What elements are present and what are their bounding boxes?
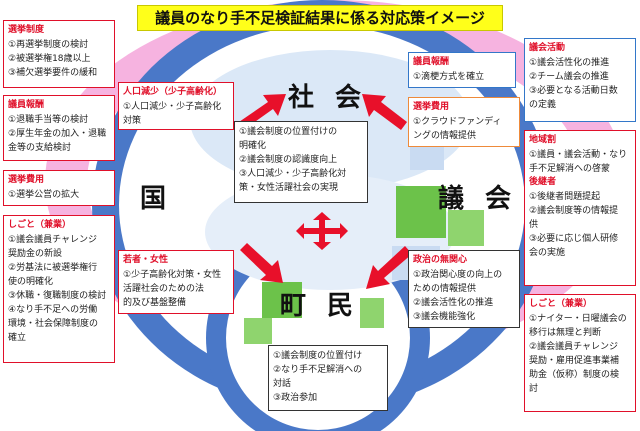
- line: ③政治参加: [273, 393, 318, 403]
- line: ②議会議員チャレンジ: [529, 342, 618, 352]
- line: ②チーム議会の推進: [529, 72, 609, 82]
- label-assembly: 議 会: [438, 184, 518, 214]
- line: 策・女性活躍社会の実現: [239, 183, 339, 193]
- line: ①人口減少・少子高齢化: [123, 102, 222, 112]
- line: ②議会制度等の情報提: [529, 206, 619, 216]
- box-population: 人口減少（少子高齢化） ①人口減少・少子高齢化 対策: [118, 82, 234, 130]
- line: ③必要となる活動日数: [529, 86, 618, 96]
- line: ①議会活性化の推進: [529, 58, 610, 68]
- line: 確立: [8, 333, 27, 343]
- label-residents: 町 民: [280, 291, 360, 321]
- heading-pay-assembly: 議員報酬: [413, 57, 450, 67]
- line: 手不足解消への啓蒙: [529, 164, 611, 174]
- label-society: 社 会: [288, 83, 368, 113]
- box-pay-assembly: 議員報酬 ①滴梗方式を確立: [408, 52, 516, 88]
- green-block-residents-3: [360, 298, 384, 328]
- line: ①議会議員チャレンジ: [8, 235, 97, 245]
- line: ングの情報提供: [413, 131, 477, 141]
- line: の定義: [529, 100, 557, 110]
- line: ②労基法に被選挙権行: [8, 263, 98, 273]
- line: ①政治関心度の向上の: [413, 270, 503, 280]
- line: 対話: [273, 379, 292, 389]
- heading-election-system: 選挙制度: [8, 25, 45, 35]
- heading-region: 地域割: [529, 135, 557, 145]
- line: ②厚生年金の加入・退職: [8, 129, 107, 139]
- heading-supporters: 後継者: [529, 177, 557, 187]
- line: 的及び基盤整備: [123, 298, 187, 308]
- box-pay-country: 議員報酬 ①退職手当等の検討 ②厚生年金の加入・退職 金等の支給検討: [3, 95, 115, 161]
- box-residents: ①議会制度の位置付け ②なり手不足解消への 対話 ③政治参加: [268, 345, 388, 411]
- line: ①再選挙制度の検討: [8, 40, 89, 50]
- heading-mechanism-assembly: しごと（兼業）: [529, 299, 593, 309]
- line: 討: [529, 384, 539, 394]
- box-mechanism-assembly: しごと（兼業） ①ナイター・日曜議会の 移行は無理と判断 ②議会議員チャレンジ …: [524, 294, 636, 412]
- line: 移行は無理と判断: [529, 328, 602, 338]
- box-youth-women: 若者・女性 ①少子高齢化対策・女性 活躍社会のための法 的及び基盤整備: [118, 250, 234, 314]
- heading-population: 人口減少（少子高齢化）: [123, 87, 223, 97]
- line: 活躍社会のための法: [123, 284, 205, 294]
- line: ③休職・復職制度の検討: [8, 291, 107, 301]
- line: 明確化: [239, 141, 267, 151]
- box-election-cost-assembly: 選挙費用 ①クラウドファンディ ングの情報提供: [408, 97, 520, 147]
- line: 環境・社会保障制度の: [8, 319, 99, 329]
- box-society-center: ①議会制度の位置付けの 明確化 ②議会制度の認識度向上 ③人口減少・少子高齢化対…: [234, 121, 368, 203]
- line: ②議会活性化の推進: [413, 298, 494, 308]
- line: ③必要に応じ個人研修: [529, 234, 619, 244]
- box-political-apathy: 政治の無関心 ①政治関心度の向上の ための情報提供 ②議会活性化の推進 ③議会機…: [408, 250, 520, 328]
- line: ①滴梗方式を確立: [413, 72, 485, 82]
- arrow-assembly-to-society: [362, 94, 407, 130]
- box-election-system: 選挙制度 ①再選挙制度の検討 ②被選挙権18歳以上 ③補欠選挙要件の緩和: [3, 20, 115, 88]
- box-assembly-activity: 議会活動 ①議会活性化の推進 ②チーム議会の推進 ③必要となる活動日数 の定義: [524, 38, 636, 122]
- line: ①少子高齢化対策・女性: [123, 270, 222, 280]
- line: ①議会制度の位置付け: [273, 351, 363, 361]
- line: ③補欠選挙要件の緩和: [8, 68, 98, 78]
- line: 使の明確化: [8, 277, 54, 287]
- line: ①後継者問題提起: [529, 192, 601, 202]
- box-mechanism-country: しごと（兼業） ①議会議員チャレンジ 奨励金の新設 ②労基法に被選挙権行 使の明…: [3, 215, 115, 363]
- label-country: 国: [140, 184, 173, 214]
- heading-pay-country: 議員報酬: [8, 100, 45, 110]
- line: ②被選挙権18歳以上: [8, 54, 91, 64]
- line: ④なり手不足への労働: [8, 305, 98, 315]
- green-block-residents: [262, 282, 302, 318]
- arrow-youth-to-residents: [240, 243, 283, 283]
- line: ②なり手不足解消への: [273, 365, 363, 375]
- line: 会の実施: [529, 248, 566, 258]
- line: 奨励金の新設: [8, 249, 63, 259]
- arrow-group: [236, 94, 412, 289]
- page-title: 議員のなり手不足検証結果に係る対応策イメージ: [137, 5, 503, 31]
- line: 供: [529, 220, 539, 230]
- line: 対策: [123, 116, 142, 126]
- heading-election-cost-country: 選挙費用: [8, 175, 45, 185]
- heading-political-apathy: 政治の無関心: [413, 255, 468, 265]
- line: ③人口減少・少子高齢化対: [239, 169, 347, 179]
- line: ための情報提供: [413, 284, 477, 294]
- heading-mechanism-country: しごと（兼業）: [8, 220, 72, 230]
- arrow-apathy-to-residents: [366, 246, 412, 289]
- heading-assembly-activity: 議会活動: [529, 43, 566, 53]
- line: 助金（仮称）制度の検: [529, 370, 620, 380]
- heading-youth-women: 若者・女性: [123, 255, 169, 265]
- line: ②議会制度の認識度向上: [239, 155, 338, 165]
- box-election-cost-country: 選挙費用 ①選挙公営の拡大: [3, 170, 115, 206]
- arrow-cross-horizontal: [296, 223, 348, 239]
- line: ①ナイター・日曜議会の: [529, 314, 627, 324]
- line: ③議会機能強化: [413, 312, 476, 322]
- line: ①議員・議会活動・なり: [529, 150, 628, 160]
- line: ①選挙公営の拡大: [8, 190, 80, 200]
- line: ①退職手当等の検討: [8, 115, 89, 125]
- box-region-supporters: 地域割 ①議員・議会活動・なり 手不足解消への啓蒙 後継者 ①後継者問題提起 ②…: [524, 130, 636, 286]
- green-block-assembly-2: [448, 210, 484, 246]
- line: ①クラウドファンディ: [413, 117, 502, 127]
- green-block-residents-2: [244, 318, 272, 344]
- line: ①議会制度の位置付けの: [239, 127, 338, 137]
- heading-election-cost-assembly: 選挙費用: [413, 102, 450, 112]
- green-block-assembly: [396, 186, 446, 238]
- line: 奨励・雇用促進事業補: [529, 356, 620, 366]
- line: 金等の支給検討: [8, 143, 72, 153]
